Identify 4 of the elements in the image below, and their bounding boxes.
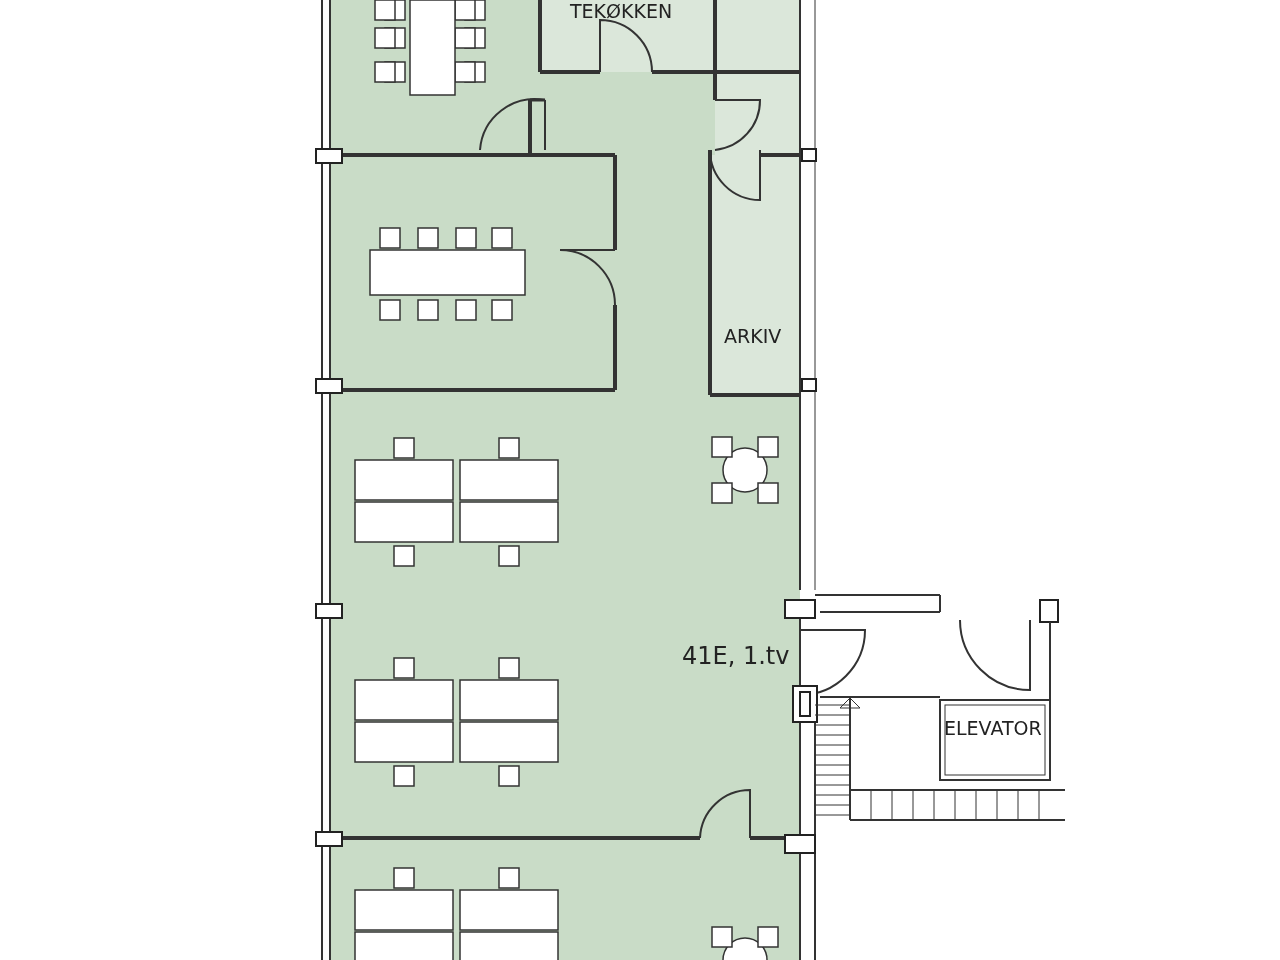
unit-label: 41E, 1.tv [682,644,790,668]
room-label: ARKIV [724,327,782,346]
room-label: ELEVATOR [944,719,1042,738]
room-label: TEKØKKEN [570,2,673,21]
